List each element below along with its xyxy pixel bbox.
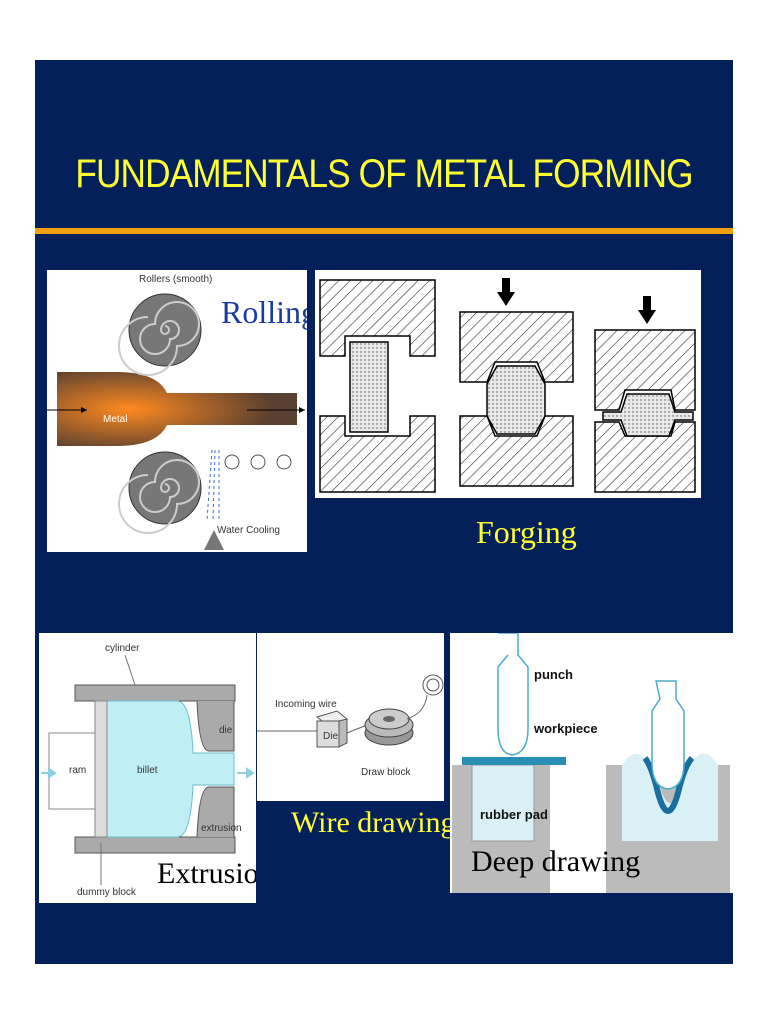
incoming-wire-label: Incoming wire: [275, 699, 337, 710]
workpiece-label: workpiece: [533, 721, 598, 736]
wire-drawing-panel: Incoming wire Die Draw block: [257, 633, 444, 801]
draw-block-label: Draw block: [361, 767, 411, 778]
title-underline: [35, 228, 733, 234]
billet: [106, 700, 235, 838]
billet-label: billet: [137, 765, 158, 776]
rubber-pad-label: rubber pad: [480, 807, 548, 822]
extrusion-caption: Extrusion: [157, 857, 256, 890]
slide-title: FUNDAMENTALS OF METAL FORMING: [75, 152, 693, 196]
dummy-block-label: dummy block: [77, 887, 137, 898]
rolling-caption: Rolling: [221, 294, 307, 330]
cylinder-label: cylinder: [105, 643, 140, 654]
deep-drawing-caption: Deep drawing: [471, 845, 641, 878]
extrusion-panel: cylinder die ram billet extrusion dummy …: [39, 633, 256, 903]
support-rollers: [224, 454, 292, 470]
deep-drawing-panel: punch workpiece rubber pad Deep drawing: [450, 633, 733, 893]
workpiece: [462, 757, 566, 765]
rolling-panel: Rollers (smooth) Metal Water Cooling Rol…: [47, 270, 307, 552]
water-spray: [206, 449, 220, 521]
water-cooling-label: Water Cooling: [217, 525, 280, 536]
die-label: die: [219, 725, 233, 736]
press-arrow-icon: [497, 278, 656, 324]
wire-drawing-caption: Wire drawing: [291, 806, 456, 839]
deep-drawing-illustration: punch workpiece rubber pad: [452, 633, 730, 893]
wire-drawing-illustration: Incoming wire Die Draw block: [257, 674, 444, 778]
die-label: Die: [323, 731, 338, 742]
wire-coil: [422, 674, 444, 696]
formed-workpiece: [642, 756, 695, 814]
ram-label: ram: [69, 765, 86, 776]
top-roller: [118, 293, 202, 376]
bottom-roller: [118, 451, 202, 534]
metal-strip: [57, 372, 297, 446]
forging-panel: [315, 270, 701, 498]
forging-illustration: [319, 278, 696, 493]
extrusion-label: extrusion: [201, 823, 242, 834]
rolling-illustration: Rollers (smooth) Metal Water Cooling: [47, 274, 305, 550]
punch: [497, 633, 529, 756]
nozzle-icon: [204, 530, 224, 550]
die-block: [315, 710, 349, 748]
rollers-label: Rollers (smooth): [139, 274, 212, 285]
forging-caption: Forging: [476, 514, 577, 550]
metal-label: Metal: [103, 414, 127, 425]
draw-block: [364, 708, 414, 746]
extrusion-illustration: cylinder die ram billet extrusion dummy …: [41, 643, 255, 898]
punch-label: punch: [534, 667, 573, 682]
